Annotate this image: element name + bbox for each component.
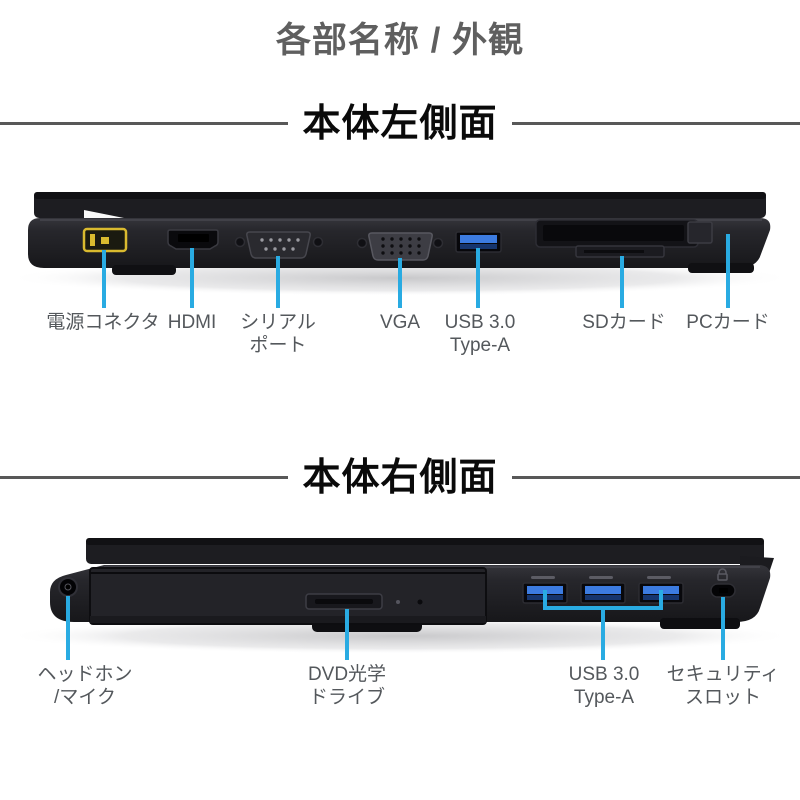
label-vga: VGA [380, 311, 420, 334]
label-line1: ヘッドホン [37, 664, 133, 685]
lock-icon [718, 568, 727, 574]
laptop-left-side-image [5, 192, 795, 308]
label-line2: ドライブ [308, 687, 385, 708]
hdmi-port [167, 229, 219, 250]
headphone-mic-jack [58, 577, 78, 597]
right-side-heading: 本体右側面 [288, 454, 512, 502]
label-line2: Type-A [449, 335, 511, 356]
label-line1: USB 3.0 [444, 312, 516, 333]
label-headphone-mic: ヘッドホン /マイク [37, 663, 132, 709]
label-sd-card: SDカード [582, 311, 665, 334]
dvd-led [396, 600, 400, 604]
right-side-header: 本体右側面 [0, 454, 800, 502]
ss-usb-icon [531, 576, 555, 579]
rubber-foot [112, 265, 176, 275]
power-connector-port [82, 227, 128, 253]
emergency-eject-hole [417, 599, 423, 605]
serial-port [234, 231, 324, 259]
lock-icon [717, 573, 728, 581]
vga-port [356, 232, 444, 261]
label-line1: SDカード [582, 312, 666, 333]
label-hdmi: HDMI [168, 311, 217, 334]
laptop-right-side-image [5, 538, 795, 660]
ss-usb-icon [589, 576, 613, 579]
body-bevel [40, 219, 762, 221]
ss-usb-icon [647, 576, 671, 579]
left-side-heading: 本体左側面 [288, 100, 512, 148]
label-line1: VGA [379, 312, 421, 333]
dvd-drive [89, 567, 487, 625]
laptop-lid-edge [34, 192, 766, 224]
label-power-connector: 電源コネクタ [46, 311, 159, 334]
label-line2: ポート [249, 335, 307, 356]
sd-card-slot [575, 245, 665, 258]
page-title: 各部名称 / 外観 [275, 21, 525, 60]
rubber-foot [688, 263, 754, 273]
left-side-header: 本体左側面 [0, 100, 800, 148]
label-usb3-left: USB 3.0 Type-A [445, 311, 516, 357]
label-serial-port: シリアル ポート [240, 311, 316, 357]
label-line1: 電源コネクタ [46, 312, 160, 333]
label-line2: Type-A [573, 687, 635, 708]
label-line1: USB 3.0 [568, 664, 640, 685]
label-security-slot: セキュリティ スロット [667, 663, 780, 709]
label-line1: シリアル [240, 312, 316, 333]
label-line1: PCカード [686, 312, 770, 333]
label-line2: /マイク [54, 687, 116, 708]
label-line1: DVD光学 [307, 664, 387, 685]
label-line2: スロット [684, 687, 761, 708]
rubber-foot [660, 618, 740, 629]
laptop-shadow [5, 618, 795, 654]
label-line1: セキュリティ [666, 664, 780, 685]
usb3-port-2 [580, 576, 626, 604]
label-line1: HDMI [167, 312, 217, 333]
label-dvd-drive: DVD光学 ドライブ [308, 663, 386, 709]
callout-bracket-usb [543, 590, 663, 660]
pc-card-slot [535, 219, 713, 248]
label-pc-card: PCカード [686, 311, 769, 334]
label-usb3-right: USB 3.0 Type-A [569, 663, 640, 709]
